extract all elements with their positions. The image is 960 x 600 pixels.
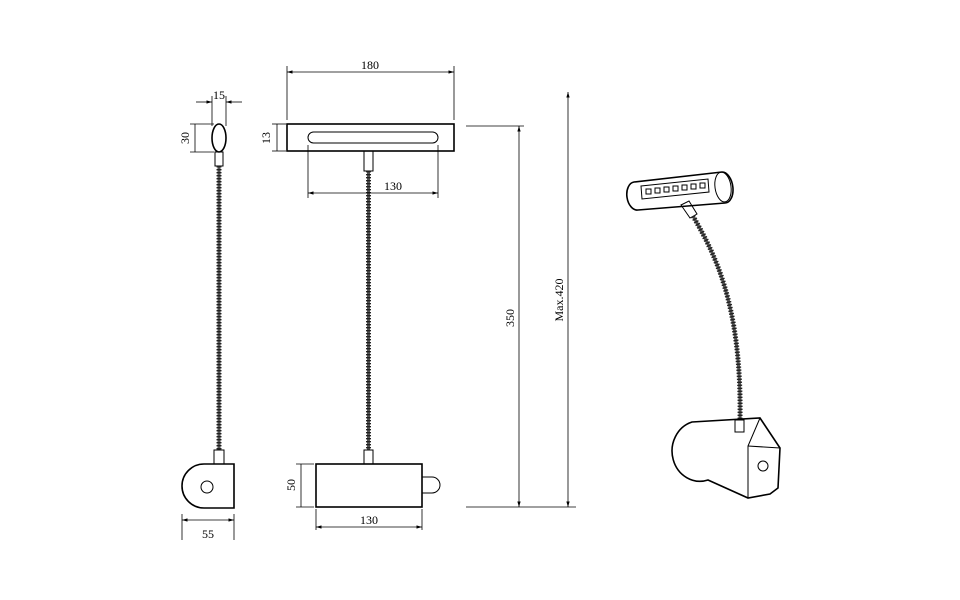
front-lamp-head [286, 123, 455, 152]
persp-base [671, 417, 781, 499]
dim-front-max-height: Max.420 [552, 279, 566, 322]
persp-led-dots [645, 182, 706, 195]
side-lamp-head [211, 123, 227, 153]
dim-side-head-height: 30 [178, 132, 192, 144]
side-lower-connector [213, 449, 225, 465]
persp-lower-connector [734, 419, 745, 433]
persp-head-end [714, 171, 732, 203]
side-base-clamp [181, 463, 235, 509]
side-neck-connector [214, 151, 224, 167]
persp-gooseneck [691, 215, 742, 421]
front-lower-connector [363, 449, 374, 465]
dim-front-neck-length: 350 [503, 309, 517, 327]
dim-front-base-width: 130 [360, 513, 378, 527]
persp-lamp-head [626, 171, 734, 211]
front-led-strip [307, 131, 439, 144]
dim-side-base-depth: 55 [202, 527, 214, 541]
dim-front-base-height: 50 [284, 479, 298, 491]
dim-front-head-width: 180 [361, 58, 379, 72]
dim-side-head-depth: 15 [213, 88, 225, 102]
dim-front-led-width: 130 [384, 179, 402, 193]
persp-base-hole [757, 460, 769, 472]
dim-front-head-height: 13 [259, 132, 273, 144]
persp-base-edge [747, 417, 761, 498]
persp-gooseneck-coil [690, 214, 743, 421]
side-view: 15 30 55 [178, 88, 242, 541]
front-base [315, 463, 423, 508]
perspective-view [626, 171, 781, 499]
front-neck-connector [363, 150, 374, 172]
persp-neck-connector [680, 200, 698, 219]
side-base-hole [200, 480, 214, 494]
front-view: 180 13 130 50 130 350 Max.420 [259, 58, 576, 530]
front-base-knob [422, 476, 441, 494]
persp-base-lip [747, 445, 781, 449]
persp-led-strip [640, 178, 710, 200]
